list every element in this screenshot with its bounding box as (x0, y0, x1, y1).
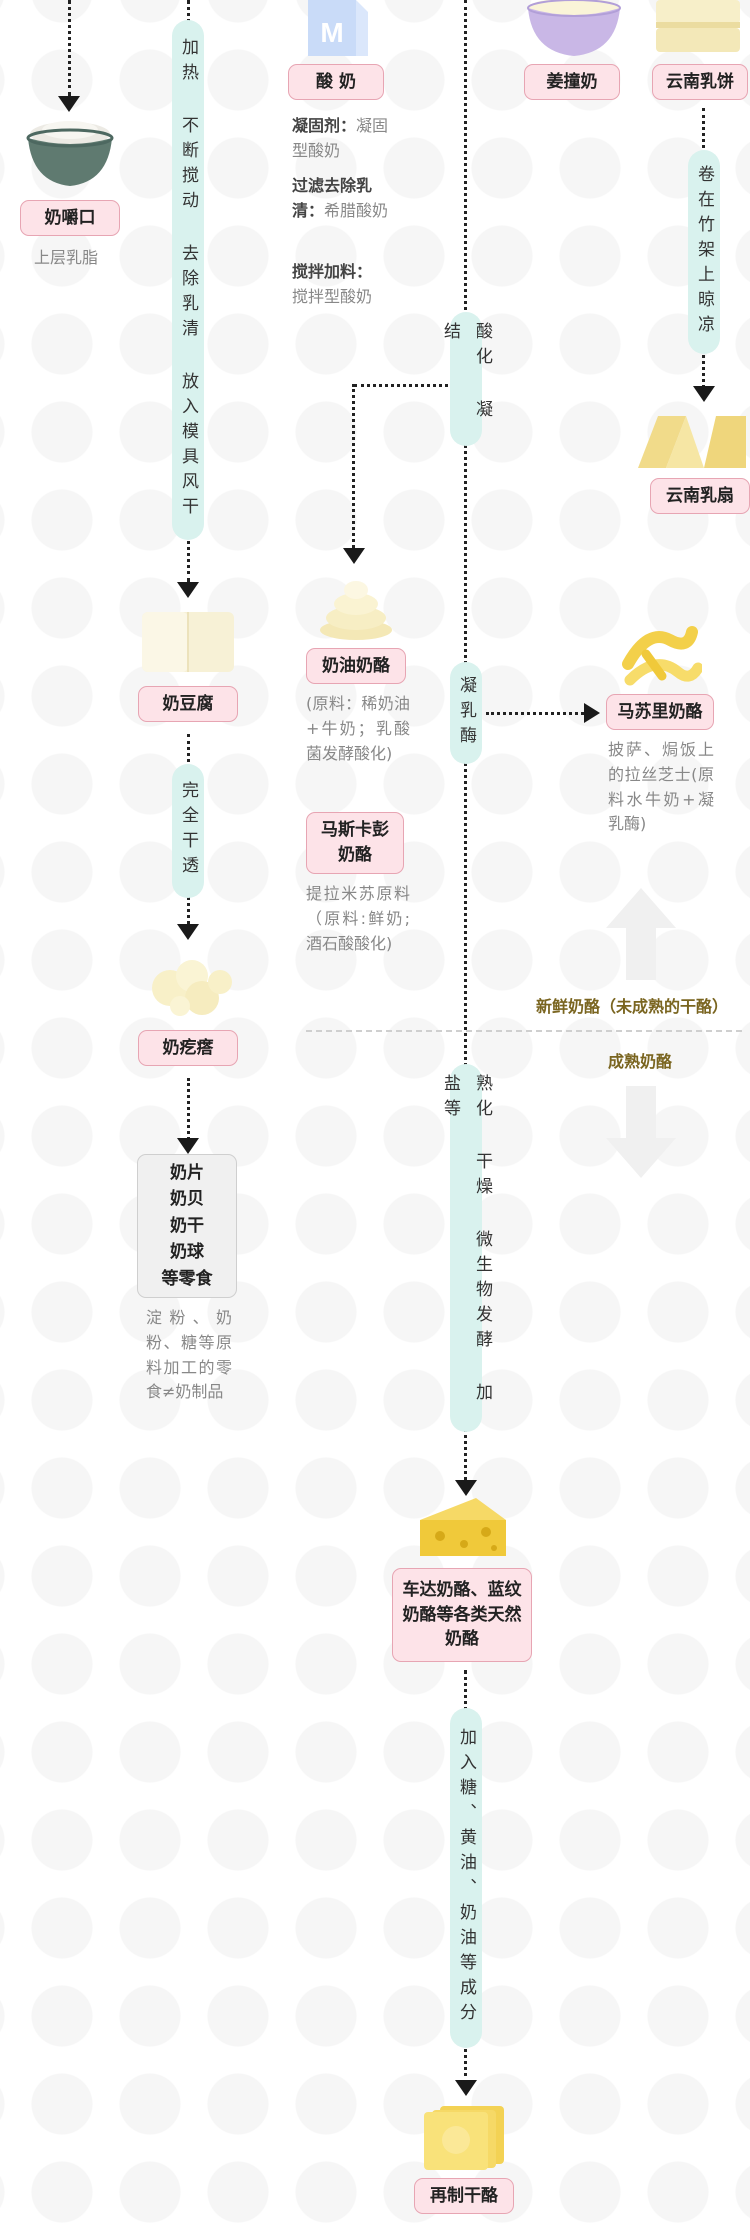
arrow-down-icon (693, 386, 715, 402)
flow-line (486, 712, 584, 715)
nai-dou-fu-label: 奶豆腐 (138, 686, 238, 722)
arrow-right-icon (584, 703, 600, 723)
nai-jiao-kou-label: 奶嚼口 (20, 200, 120, 236)
milk-carton-icon: M (308, 0, 368, 56)
yogurt-desc-3: 搅拌加料：搅拌型酸奶 (292, 262, 373, 306)
cream-cheese-label: 奶油奶酪 (306, 648, 406, 684)
flow-line (187, 1078, 190, 1140)
fresh-cheese-stage-label: 新鲜奶酪（未成熟的干酪） (536, 997, 729, 1016)
cheese-slices-icon (424, 2106, 504, 2170)
mozzarella-label: 马苏里奶酪 (606, 694, 714, 730)
tofu-block-icon (142, 612, 234, 672)
mozzarella-note: 披萨、焗饭上 的拉丝芝士(原料水牛奶+凝乳酶) (608, 740, 714, 834)
ginger-milk-bowl-icon (527, 0, 621, 56)
process-ripen-pill: 熟化 干燥 微生物发酵 加盐等 (440, 1064, 492, 1432)
natural-cheese-label: 车达奶酪、蓝纹奶酪等各类天然奶酪 (392, 1568, 532, 1662)
arrow-down-icon (58, 96, 80, 112)
flow-line (68, 0, 71, 96)
ginger-milk-label: 姜撞奶 (524, 64, 620, 100)
snacks-box: 奶片 奶贝 奶干 奶球 等零食 (137, 1154, 237, 1298)
yogurt-label: 酸 奶 (288, 64, 384, 100)
cream-cheese-note: (原料：稀奶油+牛奶；乳酸菌发酵酸化) (306, 694, 410, 763)
arrow-down-big-icon (606, 1086, 676, 1178)
mascarpone-note: 提拉米苏原料（原料:鲜奶; 酒石酸酸化) (306, 884, 410, 953)
mascarpone-label: 马斯卡彭奶酪 (306, 812, 404, 874)
arrow-down-icon (177, 1138, 199, 1154)
process-dry-pill: 完全干透 (172, 764, 204, 898)
nai-jiao-kou-note: 上层乳脂 (34, 248, 99, 267)
string-cheese-icon (622, 626, 702, 686)
process-acid-pill: 酸化 凝结 (440, 312, 492, 446)
arrow-down-icon (177, 582, 199, 598)
flow-line (354, 384, 448, 387)
process-add-pill: 加入糖、黄油、奶油等成分 (450, 1708, 482, 2048)
aged-cheese-stage-label: 成熟奶酪 (608, 1052, 673, 1071)
arrow-up-icon (606, 888, 676, 980)
flow-line (352, 384, 355, 548)
cream-icon (320, 581, 392, 640)
cheese-wedge-icon (420, 1498, 506, 1556)
yogurt-desc-1: 凝固剂：凝固型酸奶 (292, 116, 389, 160)
cheese-lumps-icon (152, 960, 232, 1016)
arrow-down-icon (177, 924, 199, 940)
stage-divider (306, 1030, 742, 1032)
yogurt-desc-2: 过滤去除乳清：希腊酸奶 (292, 176, 389, 220)
arrow-down-icon (455, 1480, 477, 1496)
svg-text:M: M (320, 17, 343, 48)
arrow-down-icon (455, 2080, 477, 2096)
milk-fan-icon (638, 416, 746, 468)
snacks-note: 淀粉、奶粉、糖等原料加工的零食≠奶制品 (146, 1308, 232, 1402)
arrow-down-icon (343, 548, 365, 564)
rubing-label: 云南乳饼 (652, 64, 748, 100)
processed-cheese-label: 再制干酪 (414, 2178, 514, 2214)
bowl-icon (26, 121, 114, 186)
process-heat-pill: 加热 不断搅动 去除乳清 放入模具风干 (172, 20, 204, 540)
nai-ge-da-label: 奶疙瘩 (138, 1030, 238, 1066)
milk-cake-icon (656, 0, 740, 52)
process-rennet-pill: 凝乳酶 (450, 662, 482, 764)
rushan-label: 云南乳扇 (650, 478, 750, 514)
process-roll-pill: 卷在竹架上晾凉 (688, 150, 720, 354)
